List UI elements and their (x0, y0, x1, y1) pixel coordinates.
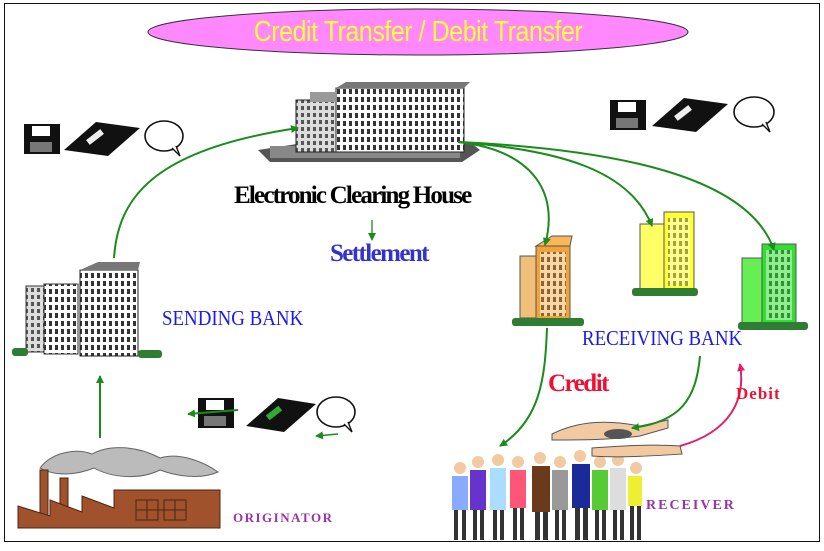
arrow-debit (679, 363, 746, 447)
flow-arrows (96, 125, 776, 447)
tape-cartridge-icon (64, 122, 140, 156)
media-group-top-right (610, 96, 775, 133)
tape-cartridge-icon (246, 398, 316, 432)
arrow-sending-to-clearing (113, 125, 299, 259)
frame-border (4, 3, 820, 542)
tape-cartridge-icon (652, 98, 728, 132)
handshake-icon (551, 419, 683, 458)
arrow-credit-to-receiver (499, 327, 548, 447)
arrow-clearing-to-bank2 (457, 141, 654, 227)
credit-label: Credit (548, 370, 609, 397)
factory-icon (17, 447, 221, 529)
speech-bubble-icon (316, 396, 356, 433)
media-group-top-left (24, 120, 184, 157)
people-group-icon (452, 450, 642, 540)
receiving-bank-orange-icon (512, 235, 584, 326)
arrow-media-small (315, 431, 339, 440)
title-ellipse (147, 8, 689, 56)
arrow-bank-to-hand (631, 355, 701, 432)
receiver-label: RECEIVER (646, 498, 736, 513)
sending-bank-label: SENDING BANK (162, 306, 304, 330)
floppy-disk-icon (610, 100, 646, 130)
receiving-bank-green-icon (738, 243, 808, 330)
arrow-clearing-to-bank3 (457, 141, 776, 251)
debit-label: Debit (736, 384, 781, 403)
receiving-bank-yellow-icon (632, 211, 698, 296)
receiving-bank-label: RECEIVING BANK (582, 326, 743, 350)
speech-bubble-icon (144, 120, 184, 157)
settlement-label: Settlement (330, 240, 429, 267)
speech-bubble-icon (733, 96, 775, 133)
originator-label: ORIGINATOR (233, 510, 334, 525)
diagram-title: Credit Transfer / Debit Transfer (253, 15, 583, 48)
sending-bank-icon (12, 262, 162, 358)
clearing-house-icon (258, 82, 480, 162)
floppy-disk-icon (24, 124, 60, 154)
arrow-to-media (187, 409, 239, 418)
clearing-house-label: Electronic Clearing House (234, 182, 472, 209)
media-group-bottom (198, 396, 356, 433)
arrow-clearing-to-bank1 (457, 141, 551, 246)
